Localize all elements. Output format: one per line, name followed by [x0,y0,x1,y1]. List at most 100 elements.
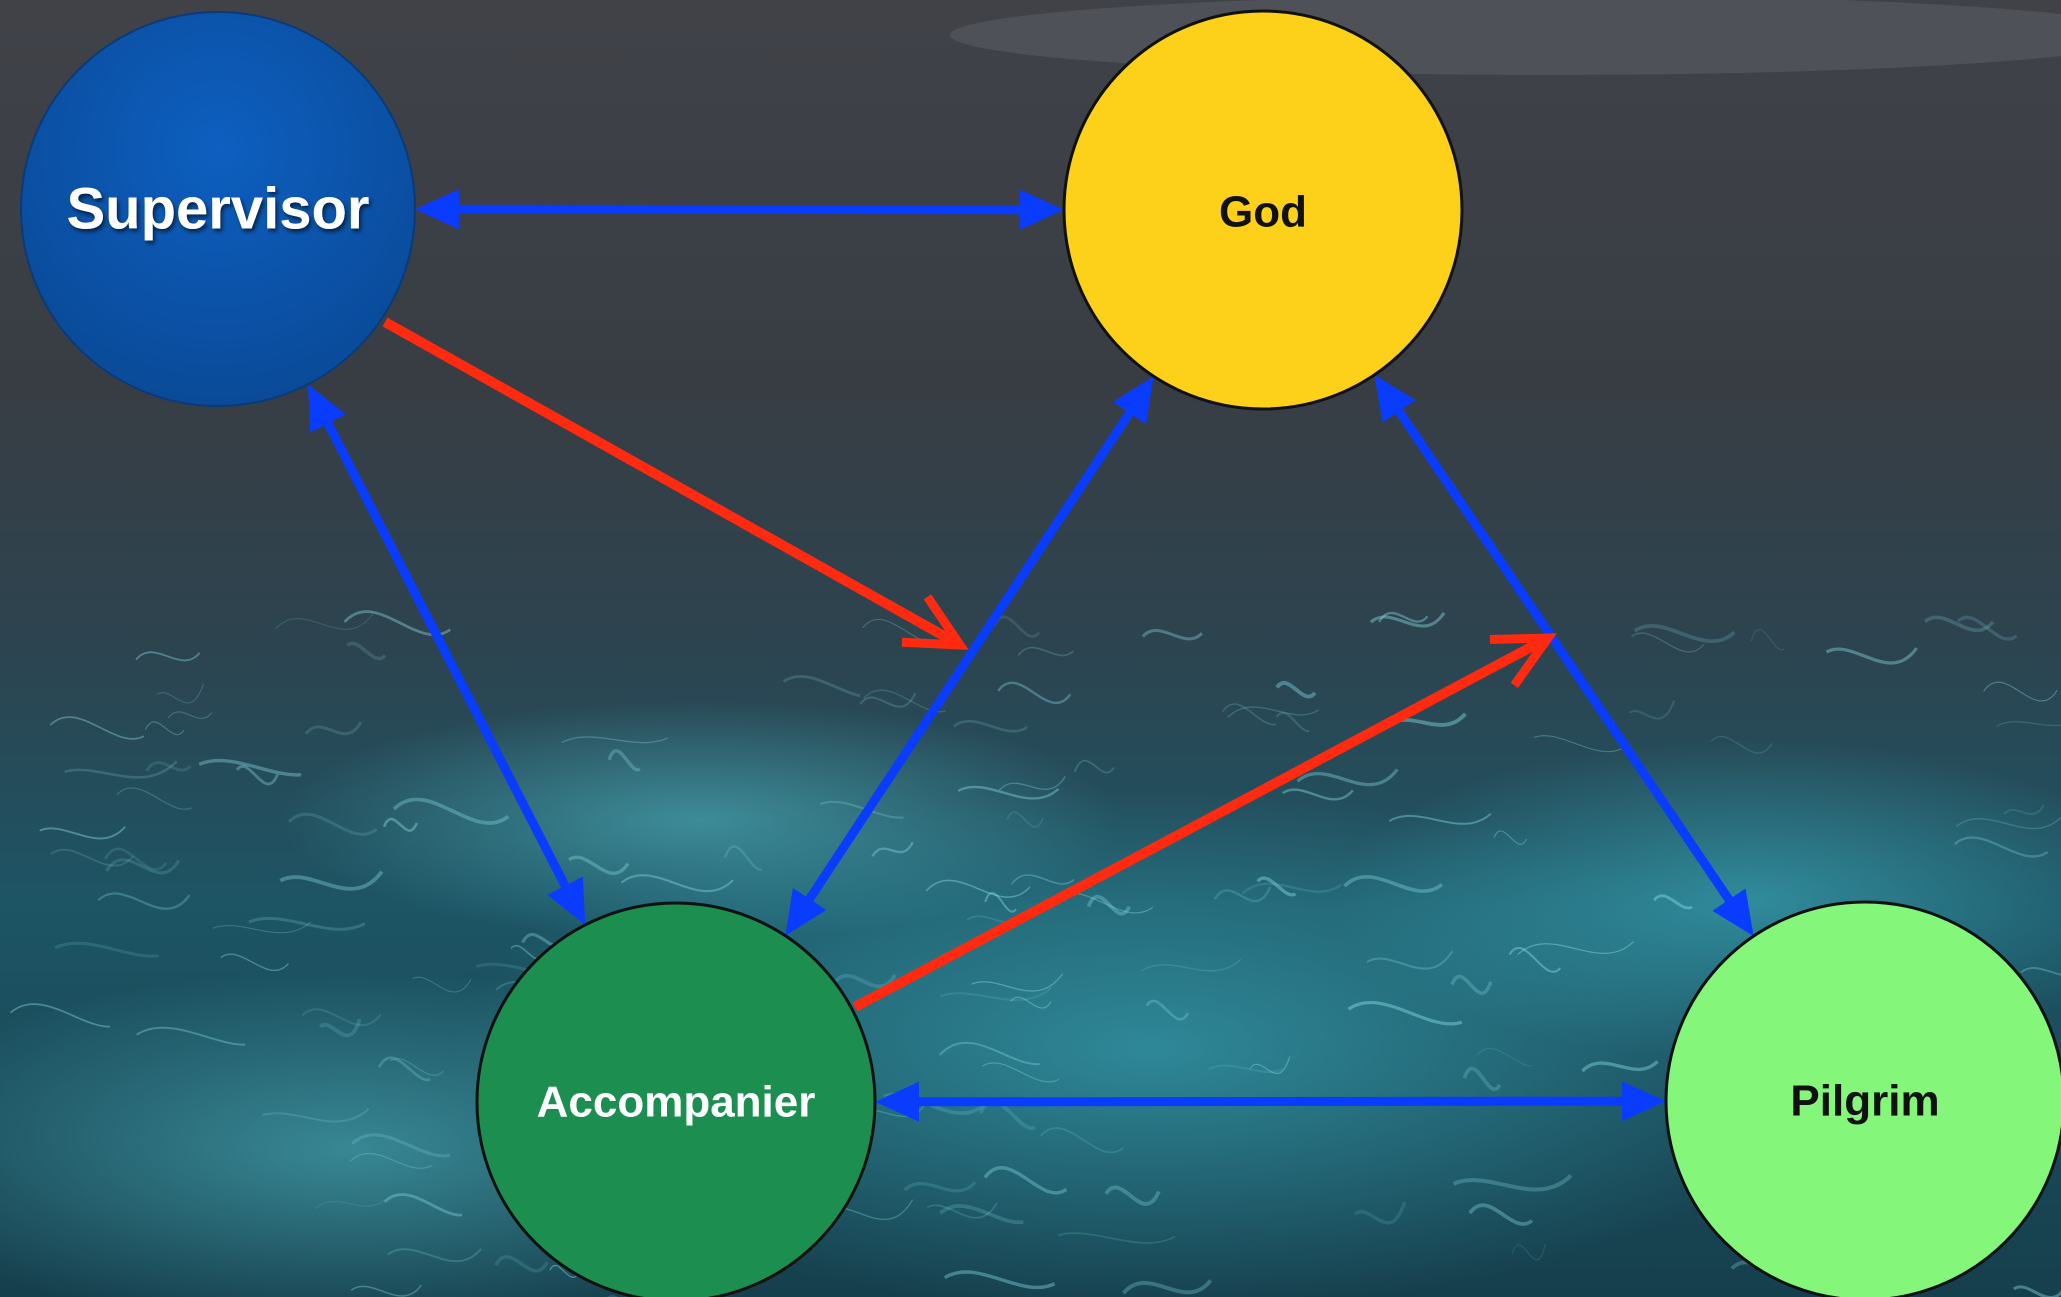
caustic-line [983,1166,1068,1195]
accompanier-label: Accompanier [537,1078,816,1127]
caustic-line [167,711,213,720]
caustic-line [2012,1285,2061,1297]
caustic-line [315,1198,385,1209]
caustic-line [925,879,1031,898]
link-god-pilgrim [1392,405,1736,906]
caustic-line [350,1153,433,1169]
god-label: God [1219,188,1307,237]
caustic-line [1006,811,1044,828]
edge-layer [307,189,1754,1122]
caustic-line [275,613,374,630]
supervisor-label: Supervisor [67,177,370,242]
caustic-line [1633,623,1736,644]
caustic-line [871,841,914,857]
link-god-accompanier [803,406,1136,906]
caustic-line [1241,882,1342,895]
link-supervisor-god [454,204,1025,215]
arrowhead-supervisor [414,189,460,230]
caustic-line [819,800,904,819]
caustic-line [301,1008,382,1027]
caustic-line [1275,681,1317,699]
caustic-line [1493,830,1528,845]
caustic-line [1533,735,1629,753]
caustic-line [318,1018,362,1038]
caustic-line [1222,703,1277,726]
arrowhead-accompanier [874,1081,920,1122]
caustic-line [103,847,168,871]
caustic-line [145,761,192,772]
caustic-line [1955,815,2061,830]
caustic-line [54,941,159,958]
supervisor-circle [20,11,416,407]
caustic-line [1517,941,1635,956]
caustic-line [830,973,897,989]
caustic-line [903,1181,977,1193]
caustic-line [952,719,1028,733]
caustic-line [248,916,366,931]
pilgrim-circle [1664,900,2061,1297]
caustic-line [1450,974,1493,995]
arrowhead-god [1112,376,1154,424]
caustic-line [620,874,734,893]
caustic-line [346,641,387,661]
caustic-line [156,683,205,704]
caustic-line [1508,946,1562,973]
caustic-line [135,651,201,662]
caustic-line [198,758,302,777]
influence-arrowhead-supervisor [901,594,969,650]
caustic-line [1141,958,1242,972]
caustic-line [1477,1047,1532,1067]
caustic-line [1145,999,1190,1021]
caustic-line [1631,632,1705,653]
caustic-line [39,826,126,840]
caustic-line [607,749,641,772]
background-light-patch [280,700,1120,940]
caustic-line [1353,1201,1407,1225]
caustic-line [1208,1064,1284,1074]
caustic-line [1058,1232,1176,1244]
caustic-line [1010,996,1052,1009]
link-accompanier-pilgrim [914,1096,1627,1107]
arrowhead-god [1019,189,1065,230]
caustic-line [1249,1056,1291,1074]
caustic-line [1581,1060,1659,1073]
caustic-line [1388,812,1492,825]
caustic-line [939,1204,1024,1225]
caustic-line [1983,681,2058,702]
caustic-line [383,1193,463,1217]
caustic-line [50,848,134,867]
caustic-line [136,1026,246,1046]
caustic-line [1378,611,1429,623]
caustic-line [1213,886,1272,903]
caustic-line [382,817,418,832]
caustic-line [1275,711,1310,732]
caustic-line [1256,876,1297,897]
caustic-line [235,765,279,786]
caustic-line [49,716,145,740]
caustic-line [971,973,1063,992]
influence-arrow-accompanier [852,635,1547,1012]
caustic-line [392,797,510,825]
caustic-line [1511,1243,1547,1261]
caustic-line [1628,700,1676,720]
caustic-line [723,845,763,871]
caustic-line [1086,894,1131,916]
caustic-line [1121,1279,1213,1295]
caustic-line [9,1003,110,1028]
caustic-line [1996,720,2061,727]
arrowhead-pilgrim [1712,888,1754,937]
caustic-line [943,1270,1056,1290]
caustic-line [1369,611,1446,628]
caustic-line [1750,629,1785,651]
caustic-line [412,976,472,993]
arrowhead-accompanier [785,888,827,936]
caustic-line [494,1255,549,1273]
caustic-line [212,921,312,934]
caustic-line [261,1108,370,1123]
caustic-line [97,892,191,910]
caustic-line [2020,966,2061,976]
caustic-line [1282,788,1354,801]
caustic-line [984,891,1017,913]
caustic-line [1073,759,1115,774]
caustic-line [64,760,178,779]
